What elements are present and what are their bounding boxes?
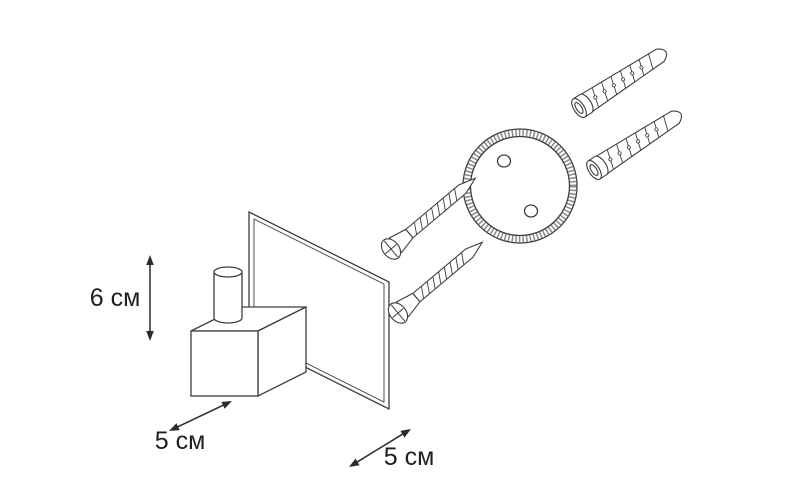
height-dimension-arrow (146, 255, 154, 341)
depth-dimension-label: 5 см (384, 443, 435, 471)
hook-peg-top (213, 266, 243, 278)
hook-cube-front-face (190, 330, 259, 397)
depth-dimension-arrow (349, 429, 411, 467)
hook-plate-bevel (253, 218, 385, 403)
width-dimension-arrow (169, 401, 232, 431)
square-wall-hook-drawing (190, 210, 390, 411)
mounting-plate-hole-1 (496, 154, 512, 168)
height-dimension-label: 6 см (90, 284, 141, 312)
hook-plate-face (248, 210, 390, 411)
width-dimension-label: 5 см (155, 427, 206, 455)
mounting-plate-drawing (462, 128, 578, 244)
anchor-2-drawing (583, 104, 688, 183)
mounting-plate-hole-2 (523, 204, 539, 218)
hook-peg-body (213, 271, 243, 324)
anchor-1-drawing (568, 42, 673, 121)
